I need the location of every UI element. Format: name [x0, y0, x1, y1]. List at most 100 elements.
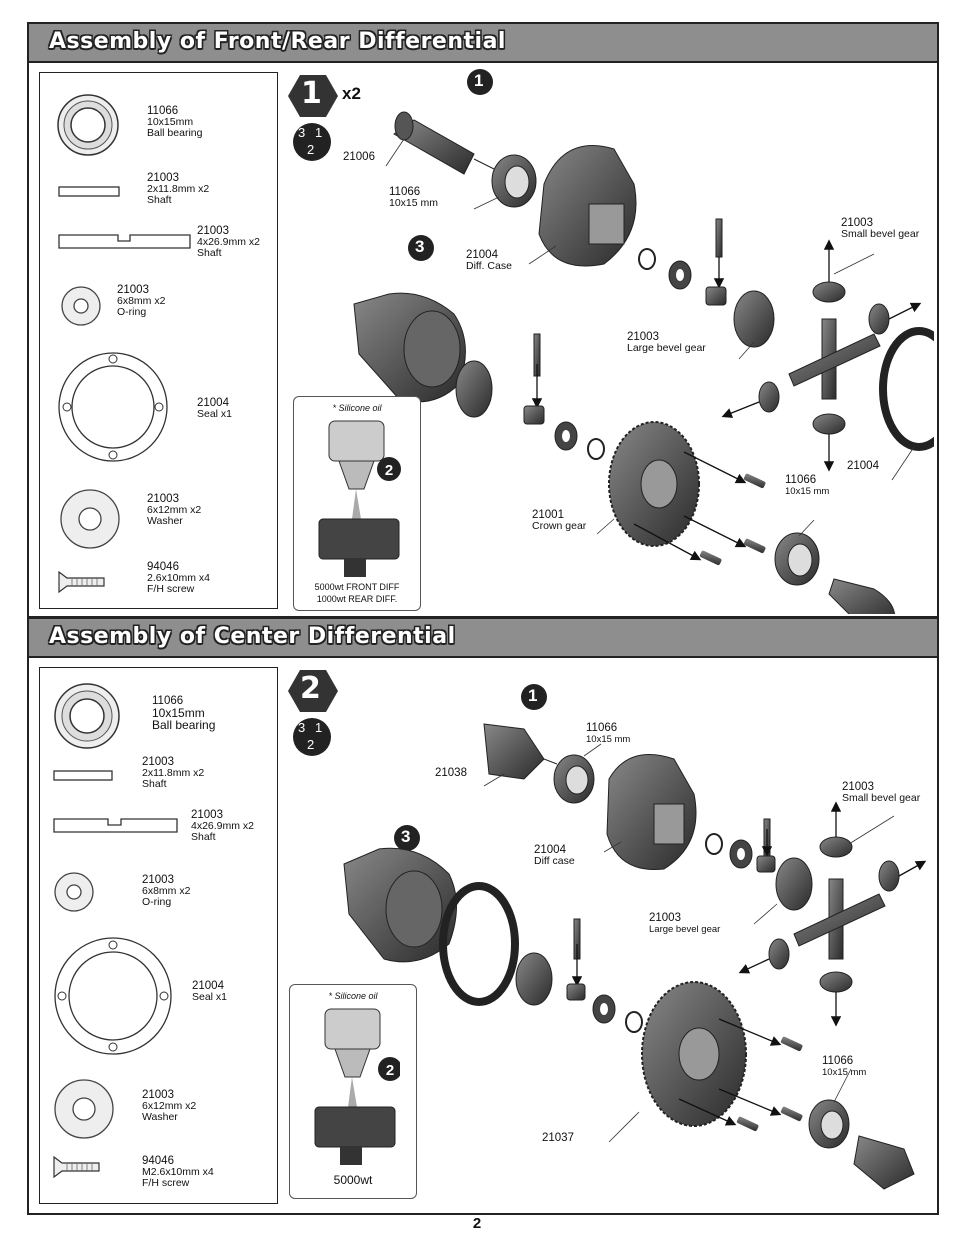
order-b: 1: [315, 125, 323, 140]
part-number: 21004: [192, 980, 224, 992]
part-size: Seal x1: [197, 408, 233, 420]
part-name: F/H screw: [147, 583, 195, 595]
part-number: 21003: [197, 225, 229, 237]
order-c: 2: [307, 142, 315, 157]
stage-2-label: 2: [386, 1062, 394, 1079]
washer-icon: [54, 1079, 114, 1139]
part-size: M2.6x10mm x4: [142, 1166, 214, 1178]
part-size: 2.6x10mm x4: [147, 572, 211, 584]
seal-icon: [54, 937, 172, 1055]
part-number: 21003: [142, 756, 174, 768]
part-number: 21003: [147, 172, 179, 184]
step-multiplier: x2: [342, 84, 361, 103]
part-name: Shaft: [142, 778, 167, 790]
oil-bottle-icon: 2: [318, 420, 401, 577]
part-name: Ball bearing: [152, 718, 216, 732]
callout-21037: 21037: [542, 1132, 574, 1144]
washer-icon: [60, 489, 120, 549]
part-size: 2x11.8mm x2: [147, 183, 210, 195]
part-number: 94046: [142, 1155, 174, 1167]
part-size: 4x26.9mm x2: [191, 820, 255, 832]
stage-1-label: 1: [528, 686, 538, 705]
part-number: 21004: [197, 397, 229, 409]
part-size: Seal x1: [192, 991, 228, 1003]
stage-3-label: 3: [401, 827, 411, 846]
part-name: F/H screw: [142, 1177, 190, 1189]
part-size: 6x8mm x2: [117, 295, 166, 307]
parts-list: 11066 10x15mm Ball bearing 21003 2x11.8m…: [39, 667, 278, 1204]
screw-icon: [58, 571, 105, 593]
callout-21006: 21006: [343, 151, 375, 163]
assembly-order-icon: [293, 123, 331, 161]
order-a: 3: [298, 720, 306, 735]
part-number: 21003: [142, 1089, 174, 1101]
step-badge-icon: [288, 75, 338, 117]
screw-icon: [53, 1156, 100, 1178]
part-number: 21003: [117, 284, 149, 296]
part-name: O-ring: [117, 306, 147, 318]
part-size: 6x12mm x2: [147, 504, 202, 516]
part-number: 21003: [147, 493, 179, 505]
part-number: 11066: [152, 695, 184, 707]
part-name: Ball bearing: [147, 127, 203, 139]
step-badge-icon: [288, 670, 338, 712]
part-number: 11066: [147, 105, 179, 117]
page-number: 2: [472, 1215, 482, 1232]
silicone-spec-rear: 1000wt REAR DIFF.: [316, 594, 398, 604]
section-banner: Assembly of Center Differential: [29, 619, 937, 658]
ball-bearing-icon: [54, 683, 120, 749]
assembly-order-icon: [293, 718, 331, 756]
stage-3-label: 3: [415, 237, 425, 256]
shaft-icon: [53, 770, 113, 781]
part-size: 10x15mm: [147, 116, 194, 128]
front-rear-differential-section: Assembly of Front/Rear Differential 1106…: [27, 22, 939, 618]
silicone-note: * Silicone oil: [328, 991, 378, 1001]
section-title: Assembly of Center Differential: [49, 624, 456, 649]
shaft-icon: [58, 186, 120, 197]
oil-bottle-icon: 2: [314, 1008, 400, 1165]
part-size: 4x26.9mm x2: [197, 236, 261, 248]
silicone-spec-front: 5000wt FRONT DIFF: [314, 582, 400, 592]
part-size: 6x12mm x2: [142, 1100, 197, 1112]
part-size: 6x8mm x2: [142, 885, 191, 897]
silicone-note: * Silicone oil: [332, 403, 382, 413]
part-name: Shaft: [197, 247, 222, 259]
stage-marker-icon: [394, 825, 420, 851]
stage-2-label: 2: [385, 462, 393, 479]
part-number: 21003: [142, 874, 174, 886]
stage-1-label: 1: [474, 71, 484, 90]
stage-marker-icon: [521, 684, 547, 710]
parts-list: 11066 10x15mm Ball bearing 21003 2x11.8m…: [39, 72, 278, 609]
part-name: Washer: [147, 515, 183, 527]
seal-icon: [58, 352, 168, 462]
part-number: 94046: [147, 561, 179, 573]
exploded-diagram: [353, 111, 934, 614]
section-title: Assembly of Front/Rear Differential: [49, 29, 506, 54]
long-shaft-icon: [58, 234, 191, 249]
order-a: 3: [298, 125, 306, 140]
ball-bearing-icon: [57, 94, 119, 156]
o-ring-icon: [54, 872, 94, 912]
o-ring-icon: [61, 286, 101, 326]
step-number: 2: [300, 671, 321, 706]
order-c: 2: [307, 737, 315, 752]
long-shaft-icon: [53, 818, 178, 833]
silicone-oil-box: * Silicone oil 2 5000wt: [289, 984, 417, 1199]
part-size: 10x15mm: [152, 706, 205, 720]
order-b: 1: [315, 720, 323, 735]
part-name: Shaft: [191, 831, 216, 843]
section-banner: Assembly of Front/Rear Differential: [29, 24, 937, 63]
part-name: Washer: [142, 1111, 178, 1123]
center-differential-section: Assembly of Center Differential 11066 10…: [27, 617, 939, 1215]
